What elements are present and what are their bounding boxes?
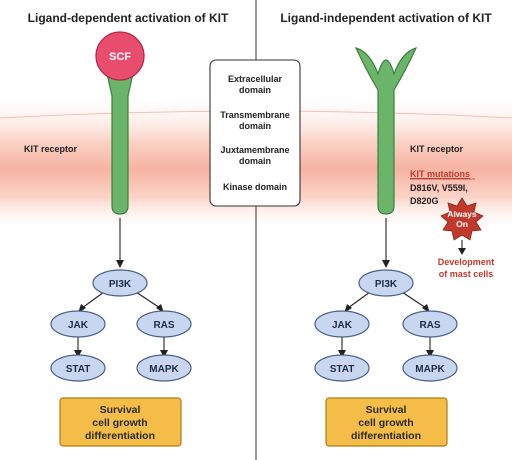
kit-mutations-heading: KIT mutations — [410, 169, 470, 179]
outcome-box-right — [325, 397, 448, 447]
left-panel-title: Ligand-dependent activation of KIT — [28, 11, 229, 25]
outcome-left-line-2: cell growth — [92, 417, 147, 429]
mapk-label-left: MAPK — [149, 364, 179, 375]
outcome-box-left — [59, 397, 182, 447]
kit-receptor-label-right: KIT receptor — [410, 144, 464, 154]
domain-legend-box — [209, 59, 301, 207]
ras-node-right — [402, 310, 458, 338]
left-pathway-arrows — [77, 218, 165, 352]
outcome-right-line-1: Survival — [366, 404, 407, 416]
jak-label-left: JAK — [68, 320, 89, 331]
legend-extracellular-line-1: Extracellular — [228, 74, 283, 84]
outcome-right-line-3: differentiation — [351, 430, 421, 442]
jak-node-right — [314, 310, 370, 338]
outcome-left-line-3: differentiation — [85, 430, 155, 442]
pi3k-node-left — [92, 269, 148, 297]
ras-label-left: RAS — [153, 320, 174, 331]
kit-mutations-line-1: D816V, V559I, — [410, 183, 468, 193]
mapk-node-right — [402, 354, 458, 382]
stat-label-right: STAT — [330, 364, 355, 375]
legend-juxtamembrane-line-2: domain — [239, 156, 271, 166]
outcome-right-line-2: cell growth — [358, 417, 413, 429]
legend-juxtamembrane-line-1: Juxtamembrane — [220, 145, 289, 155]
pi3k-node-right — [358, 269, 414, 297]
always-on-line-2: On — [456, 219, 468, 229]
scf-ligand — [95, 31, 145, 81]
scf-label: SCF — [109, 51, 131, 63]
right-panel-title: Ligand-independent activation of KIT — [280, 11, 492, 25]
stat-node-right — [314, 354, 370, 382]
ras-node-left — [136, 310, 192, 338]
kit-mutations-line-2: D820G — [410, 196, 439, 206]
outcome-left-line-1: Survival — [100, 404, 141, 416]
badge-arrowhead — [458, 248, 466, 255]
legend-transmembrane-line-1: Transmembrane — [220, 110, 290, 120]
ras-label-right: RAS — [419, 320, 440, 331]
stat-node-left — [50, 354, 106, 382]
kit-receptor-left — [94, 55, 146, 215]
always-on-line-1: Always — [447, 209, 477, 219]
pi3k-label-left: PI3K — [109, 279, 132, 290]
kit-receptor-right — [354, 47, 418, 215]
kit-receptor-label-left: KIT receptor — [24, 144, 78, 154]
always-on-badge — [440, 197, 484, 241]
legend-kinase-domain: Kinase domain — [223, 182, 287, 192]
mast-cell-line-2: of mast cells — [439, 269, 494, 279]
mapk-label-right: MAPK — [415, 364, 445, 375]
legend-transmembrane-line-2: domain — [239, 121, 271, 131]
legend-extracellular-line-2: domain — [239, 85, 271, 95]
right-pathway-arrows — [341, 218, 431, 352]
jak-node-left — [50, 310, 106, 338]
mapk-node-left — [136, 354, 192, 382]
pi3k-label-right: PI3K — [375, 279, 398, 290]
mast-cell-line-1: Development — [438, 257, 495, 267]
jak-label-right: JAK — [332, 320, 353, 331]
stat-label-left: STAT — [66, 364, 91, 375]
